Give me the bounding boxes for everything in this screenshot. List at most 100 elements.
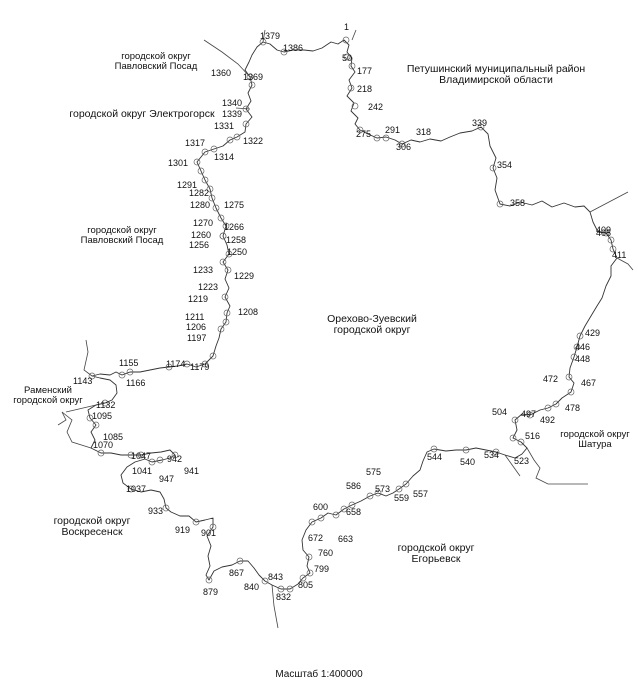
point-marker-50 — [343, 53, 351, 61]
point-label-1233: 1233 — [193, 265, 213, 275]
point-marker-1229 — [224, 266, 232, 274]
point-label-1360: 1360 — [211, 68, 231, 78]
point-label-1: 1 — [344, 22, 349, 32]
point-label-1095: 1095 — [92, 411, 112, 421]
point-marker-497 — [526, 411, 534, 419]
point-label-406: 406 — [596, 228, 611, 238]
point-marker-1208 — [217, 325, 225, 333]
point-marker-242 — [351, 102, 359, 110]
point-marker-1206 — [209, 352, 217, 360]
point-marker-1041 — [137, 451, 145, 459]
point-marker-318 — [398, 140, 406, 148]
region-label-line: городской округ — [54, 515, 131, 527]
point-label-575: 575 — [366, 467, 381, 477]
point-marker-1166 — [126, 368, 134, 376]
boundary-stub-shatura2 — [504, 454, 521, 477]
point-marker-879 — [205, 576, 213, 584]
point-label-1211: 1211 — [185, 312, 204, 322]
point-marker-600 — [317, 514, 325, 522]
point-label-1229: 1229 — [234, 271, 254, 281]
point-marker-411 — [609, 245, 617, 253]
point-label-1282: 1282 — [189, 188, 209, 198]
region-label-line: городской округ — [13, 395, 83, 406]
point-marker-840 — [261, 577, 269, 585]
region-label-line: Воскресенск — [61, 526, 123, 538]
point-marker-919 — [192, 518, 200, 526]
point-label-942: 942 — [167, 454, 182, 464]
point-label-600: 600 — [313, 502, 328, 512]
point-label-843: 843 — [268, 572, 283, 582]
point-marker-805 — [299, 574, 307, 582]
point-label-867: 867 — [229, 568, 244, 578]
point-marker-1260 — [219, 232, 227, 240]
point-marker-1314 — [201, 148, 209, 156]
point-marker-843 — [286, 585, 294, 593]
point-marker-429 — [576, 332, 584, 340]
point-label-1047: 1047 — [131, 451, 151, 461]
point-label-672: 672 — [308, 533, 323, 543]
point-label-1322: 1322 — [243, 136, 263, 146]
region-label-line: Раменский — [24, 385, 72, 396]
point-marker-586 — [348, 501, 356, 509]
point-label-446: 446 — [575, 342, 590, 352]
point-label-1174: 1174 — [166, 359, 185, 369]
point-label-540: 540 — [460, 457, 475, 467]
point-label-429: 429 — [585, 328, 600, 338]
point-marker-478 — [552, 400, 560, 408]
point-marker-1250 — [225, 250, 233, 258]
point-marker-1258 — [222, 222, 230, 230]
point-label-1258: 1258 — [226, 235, 246, 245]
point-marker-1275 — [208, 194, 216, 202]
point-marker-406 — [602, 229, 610, 237]
point-marker-1 — [342, 36, 350, 44]
point-label-1270: 1270 — [193, 218, 213, 228]
point-label-306: 306 — [396, 142, 411, 152]
region-label-line: городской округ — [398, 542, 475, 554]
point-marker-409 — [607, 236, 615, 244]
point-marker-1291 — [197, 167, 205, 175]
point-marker-358 — [496, 200, 504, 208]
point-label-760: 760 — [318, 548, 333, 558]
point-label-1339: 1339 — [222, 109, 242, 119]
point-label-478: 478 — [565, 403, 580, 413]
point-marker-663 — [332, 511, 340, 519]
point-label-1275: 1275 — [224, 200, 244, 210]
point-label-586: 586 — [346, 481, 361, 491]
point-label-901: 901 — [201, 528, 216, 538]
point-marker-867 — [236, 557, 244, 565]
point-label-472: 472 — [543, 374, 558, 384]
point-marker-446 — [573, 343, 581, 351]
region-label-line: Шатура — [578, 439, 612, 450]
point-marker-947 — [148, 458, 156, 466]
boundary-stub-east — [616, 257, 634, 271]
point-marker-832 — [277, 585, 285, 593]
point-marker-1037 — [127, 485, 135, 493]
point-label-492: 492 — [540, 415, 555, 425]
point-marker-1386 — [280, 48, 288, 56]
point-label-1037: 1037 — [126, 484, 146, 494]
point-label-354: 354 — [497, 160, 512, 170]
point-label-242: 242 — [368, 102, 383, 112]
point-marker-557 — [402, 480, 410, 488]
point-marker-1331 — [233, 133, 241, 141]
point-marker-339 — [477, 123, 485, 131]
point-marker-941 — [171, 451, 179, 459]
boundary-stub-w — [83, 339, 93, 377]
point-label-1291: 1291 — [177, 180, 197, 190]
region-label-line: городской округ Электрогорск — [69, 108, 215, 120]
point-label-1260: 1260 — [191, 230, 211, 240]
point-label-504: 504 — [492, 407, 507, 417]
point-label-1256: 1256 — [189, 240, 209, 250]
point-marker-1280 — [206, 185, 214, 193]
point-label-1266: 1266 — [224, 222, 244, 232]
point-marker-523 — [517, 438, 525, 446]
point-label-1070: 1070 — [93, 440, 113, 450]
point-marker-1301 — [193, 158, 201, 166]
point-label-1250: 1250 — [227, 247, 247, 257]
point-label-534: 534 — [484, 450, 499, 460]
point-marker-901 — [209, 523, 217, 531]
